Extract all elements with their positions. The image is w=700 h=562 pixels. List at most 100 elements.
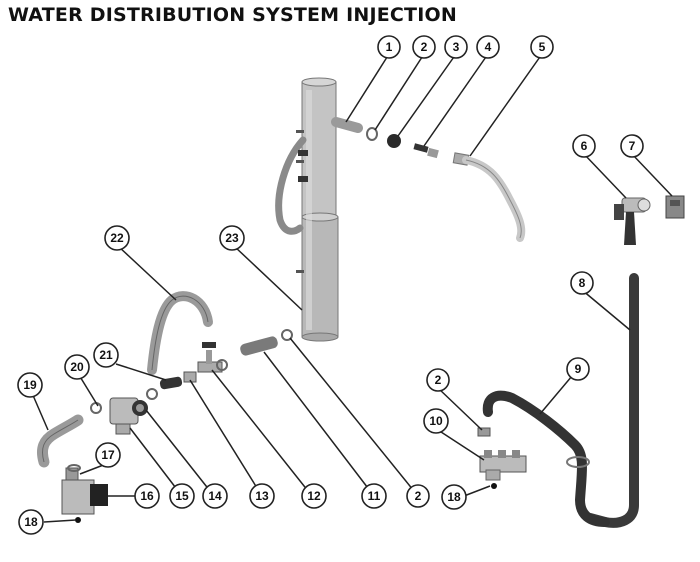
leader-11 bbox=[263, 351, 375, 497]
callout-15: 15 bbox=[169, 483, 195, 509]
callout-2a-label: 2 bbox=[421, 40, 428, 54]
leader-3 bbox=[397, 53, 457, 137]
leader-lines bbox=[31, 53, 673, 523]
callout-19-label: 19 bbox=[23, 378, 37, 392]
callout-3-label: 3 bbox=[453, 40, 460, 54]
leader-6 bbox=[583, 153, 627, 199]
callout-11-label: 11 bbox=[368, 489, 381, 503]
callout-5-label: 5 bbox=[539, 40, 546, 54]
part-1-pipe-stub bbox=[331, 117, 363, 133]
callout-8: 8 bbox=[570, 271, 594, 295]
callout-4-label: 4 bbox=[485, 40, 492, 54]
part-20-clamp bbox=[146, 388, 158, 400]
callout-2b-label: 2 bbox=[435, 373, 442, 387]
part-10-valve-manifold bbox=[479, 450, 527, 489]
part-11-straight-hose bbox=[240, 336, 278, 356]
part-19-inlet-hose bbox=[36, 414, 84, 468]
diagram-title: WATER DISTRIBUTION SYSTEM INJECTION bbox=[8, 4, 457, 26]
leader-12 bbox=[211, 369, 313, 497]
callout-18a: 18 bbox=[441, 484, 467, 510]
part-13-clamp bbox=[216, 359, 228, 371]
leader-15 bbox=[129, 427, 183, 497]
callout-18b-label: 18 bbox=[24, 515, 38, 529]
part-13-connector bbox=[183, 371, 197, 383]
callout-16: 16 bbox=[134, 483, 160, 509]
part-2-clamp-mid bbox=[281, 329, 293, 341]
callout-1: 1 bbox=[377, 35, 401, 59]
main-injection-tube bbox=[296, 77, 339, 342]
callout-5: 5 bbox=[530, 35, 554, 59]
callout-21-label: 21 bbox=[99, 348, 113, 362]
part-6-faucet bbox=[614, 197, 651, 245]
leader-14 bbox=[145, 409, 215, 497]
leader-23 bbox=[233, 245, 303, 311]
callout-13-label: 13 bbox=[255, 489, 269, 503]
part-9-hose-ring bbox=[566, 456, 590, 468]
callouts: 1 2 3 4 5 6 7 8 22 23 2 9 10 18 19 20 21… bbox=[17, 35, 644, 535]
callout-21: 21 bbox=[93, 342, 119, 368]
leader-10 bbox=[437, 429, 485, 461]
leader-2a bbox=[374, 53, 425, 131]
callout-9: 9 bbox=[566, 357, 590, 381]
callout-2c: 2 bbox=[406, 484, 430, 508]
callout-6-label: 6 bbox=[581, 139, 588, 153]
callout-13: 13 bbox=[249, 483, 275, 509]
callout-15-label: 15 bbox=[175, 489, 189, 503]
callout-14-label: 14 bbox=[208, 489, 222, 503]
tube-bypass-clip-lower bbox=[298, 176, 308, 182]
leader-8 bbox=[581, 289, 631, 331]
leader-21 bbox=[115, 363, 167, 381]
part-2-clip-right bbox=[477, 427, 491, 437]
callout-17: 17 bbox=[95, 442, 121, 468]
part-15-filter-housing bbox=[109, 397, 148, 435]
callout-7: 7 bbox=[620, 134, 644, 158]
leader-18b bbox=[43, 519, 77, 523]
callout-1-label: 1 bbox=[386, 40, 393, 54]
callout-11: 11 bbox=[361, 483, 387, 509]
part-7-bracket bbox=[665, 195, 685, 219]
part-4-nozzle bbox=[413, 143, 439, 159]
callout-20-label: 20 bbox=[70, 360, 84, 374]
leader-2c bbox=[289, 337, 419, 497]
leader-13 bbox=[189, 379, 263, 497]
leader-4 bbox=[423, 53, 489, 147]
callout-12-label: 12 bbox=[307, 489, 321, 503]
part-2-hose-clamp-top bbox=[366, 127, 378, 141]
callout-18a-label: 18 bbox=[447, 490, 461, 504]
tube-bypass-hose bbox=[275, 136, 307, 235]
leader-22 bbox=[117, 245, 177, 301]
callout-22: 22 bbox=[104, 225, 130, 251]
callout-10: 10 bbox=[423, 408, 449, 434]
callout-12: 12 bbox=[301, 483, 327, 509]
callout-17-label: 17 bbox=[101, 448, 115, 462]
callout-2b: 2 bbox=[426, 368, 450, 392]
part-12-tee-fitting bbox=[197, 342, 223, 373]
part-3-rubber-cap bbox=[387, 134, 401, 148]
part-9-drain-hose bbox=[482, 390, 610, 527]
callout-20: 20 bbox=[64, 354, 90, 380]
callout-19: 19 bbox=[17, 372, 43, 398]
callout-9-label: 9 bbox=[575, 362, 582, 376]
part-22-arch-hose bbox=[147, 291, 213, 375]
leader-20 bbox=[78, 374, 99, 407]
leader-5 bbox=[469, 53, 543, 157]
callout-22-label: 22 bbox=[110, 231, 124, 245]
callout-23-label: 23 bbox=[225, 231, 239, 245]
part-16-solenoid-valve bbox=[61, 464, 108, 523]
callout-2a: 2 bbox=[412, 35, 436, 59]
callout-14: 14 bbox=[202, 483, 228, 509]
callout-4: 4 bbox=[476, 35, 500, 59]
callout-10-label: 10 bbox=[429, 414, 443, 428]
part-14-clamp bbox=[90, 402, 102, 414]
part-5-curved-hose bbox=[452, 152, 526, 242]
callout-2c-label: 2 bbox=[415, 489, 422, 503]
leader-18a bbox=[463, 485, 491, 497]
leader-1 bbox=[345, 53, 390, 123]
callout-8-label: 8 bbox=[579, 276, 586, 290]
callout-23: 23 bbox=[219, 225, 245, 251]
leader-7 bbox=[631, 153, 673, 197]
callout-6: 6 bbox=[572, 134, 596, 158]
callout-7-label: 7 bbox=[629, 139, 636, 153]
